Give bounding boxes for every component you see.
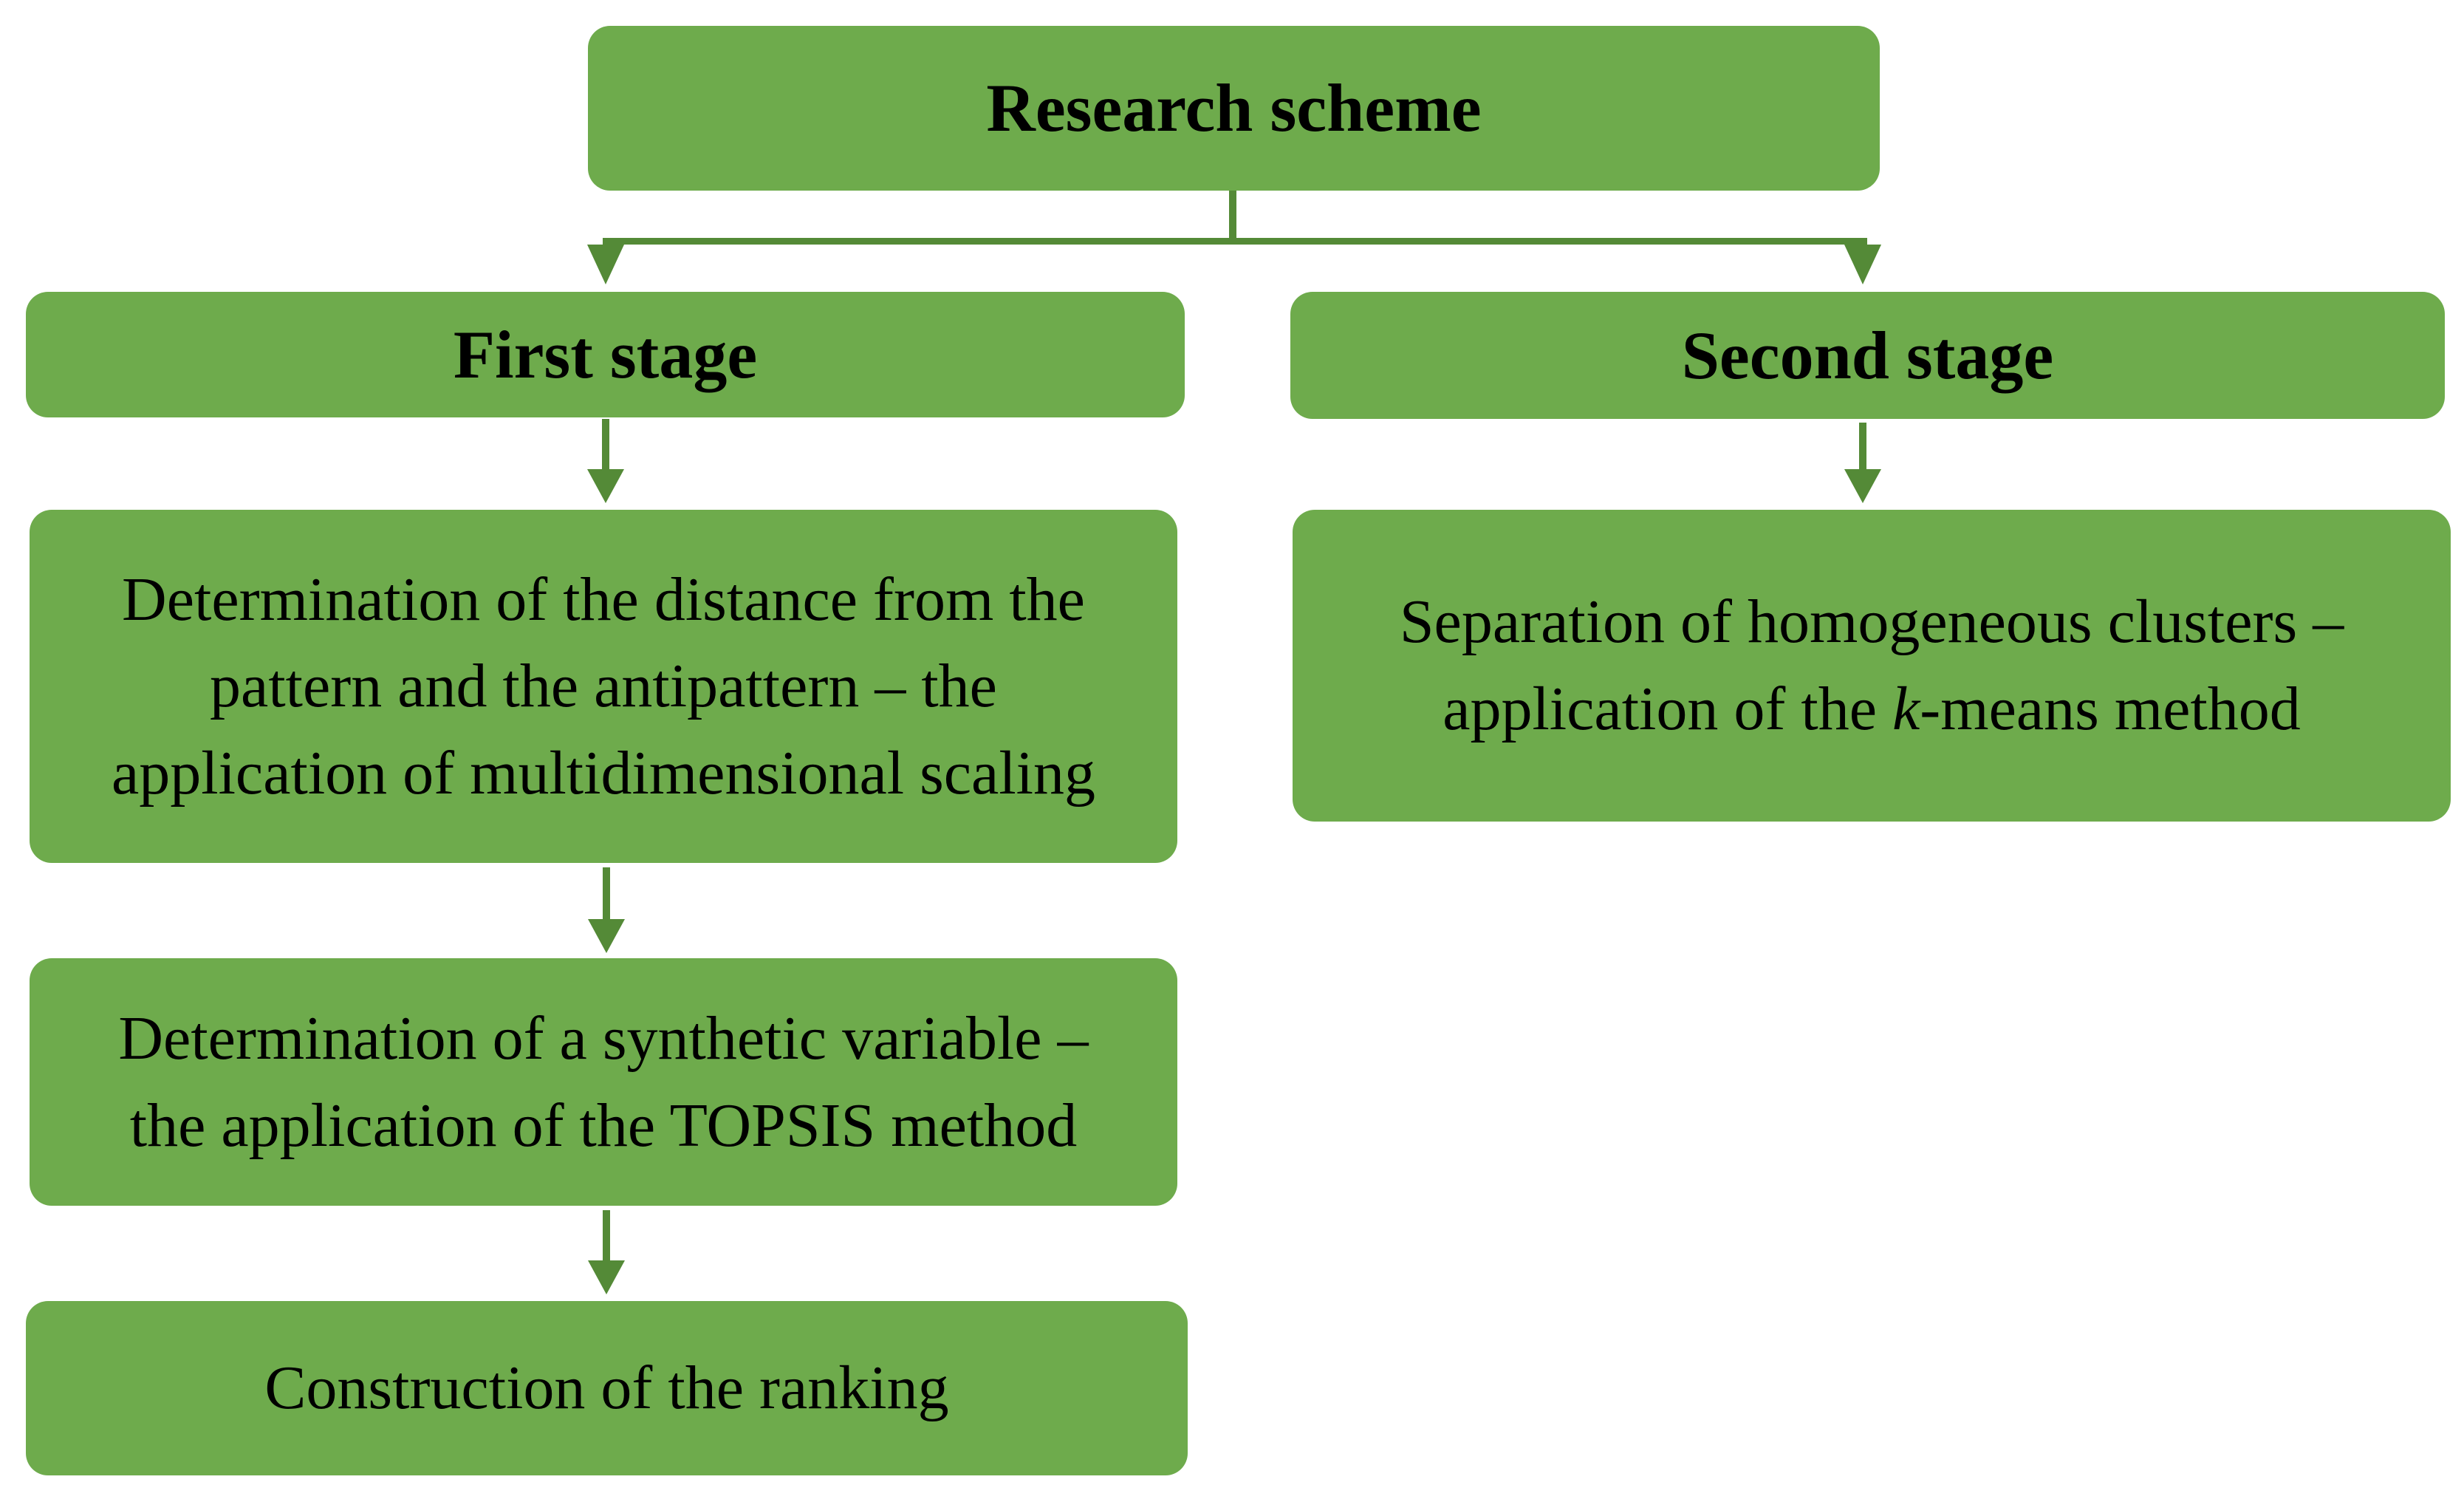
step-kmeans-line2-before: application of the — [1443, 675, 1892, 743]
arrow-head — [588, 1260, 625, 1294]
step-distance-box: Determination of the distance from the p… — [30, 510, 1177, 863]
arrow-stem — [603, 867, 610, 919]
research-scheme-label: Research scheme — [986, 70, 1482, 146]
arrow-stem — [1859, 423, 1866, 469]
step-kmeans-line2-after: -means method — [1920, 675, 2301, 743]
step-topsis-label: Determination of a synthetic variable – … — [118, 1003, 1089, 1160]
research-scheme-box: Research scheme — [588, 26, 1880, 191]
root-connector-stem — [1229, 191, 1236, 241]
first-stage-box: First stage — [26, 292, 1185, 417]
branch-arrow-left-icon — [587, 245, 624, 284]
step-kmeans-line1: Separation of homogeneous clusters – — [1399, 587, 2344, 657]
branch-arrow-right-icon — [1844, 245, 1881, 284]
step-ranking-box: Construction of the ranking — [26, 1301, 1188, 1475]
second-stage-label: Second stage — [1681, 317, 2054, 393]
branch-horizontal-line — [603, 238, 1867, 245]
arrow-stem — [602, 419, 609, 469]
step-kmeans-box: Separation of homogeneous clusters – app… — [1293, 510, 2451, 822]
step-topsis-box: Determination of a synthetic variable – … — [30, 958, 1177, 1206]
arrow-head — [587, 469, 624, 503]
step-kmeans-line2: application of the k-means method — [1443, 666, 2301, 753]
first-stage-label: First stage — [453, 316, 758, 392]
arrow-head — [588, 919, 625, 953]
step-ranking-label: Construction of the ranking — [264, 1353, 949, 1423]
step-distance-label: Determination of the distance from the p… — [111, 564, 1096, 808]
step-kmeans-k-italic: k — [1892, 675, 1920, 743]
arrow-head — [1844, 469, 1881, 503]
arrow-stem — [603, 1210, 610, 1260]
second-stage-box: Second stage — [1290, 292, 2445, 419]
